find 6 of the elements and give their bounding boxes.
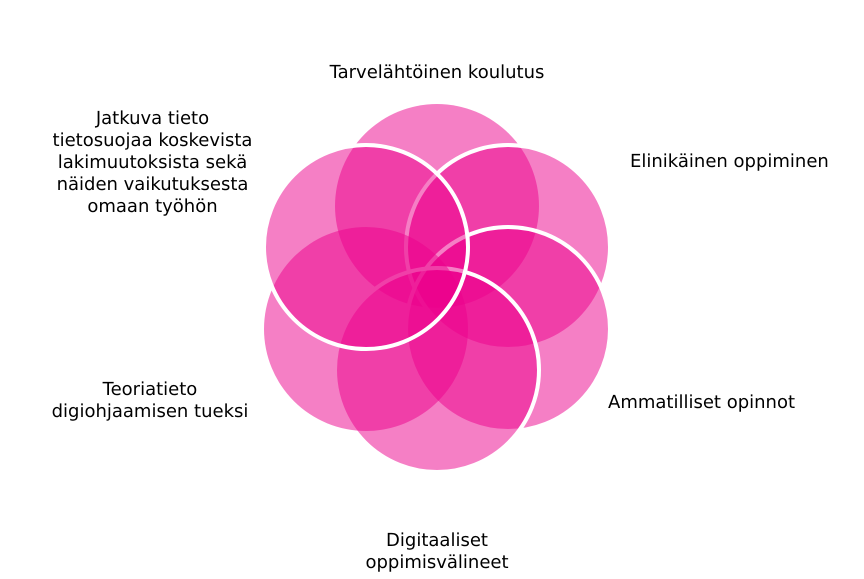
circle-label: Tarvelähtöinen koulutus — [328, 62, 546, 84]
circle-label: Elinikäinen oppiminen — [630, 151, 830, 173]
circle-label: Jatkuva tieto tietosuojaa koskevista lakimuutoksista sekä näiden vaikutuksesta omaan työhön — [52, 108, 254, 218]
circle-label: Digitaaliset oppimisvälineet — [364, 530, 510, 574]
circle-label: Ammatilliset opinnot — [608, 392, 796, 414]
circle-label: Teoriatieto digiohjaamisen tueksi — [50, 379, 250, 423]
